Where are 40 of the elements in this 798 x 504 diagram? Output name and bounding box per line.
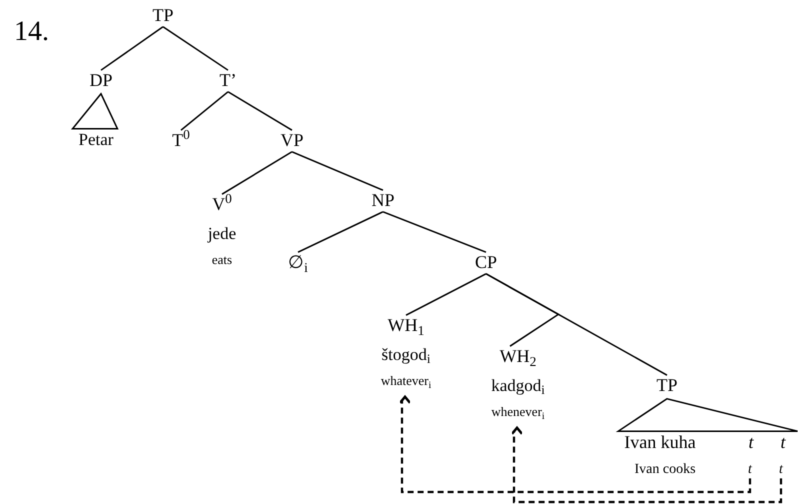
triangle-symbol (616, 398, 798, 432)
movement-arrow (510, 426, 782, 504)
node-label: TP (656, 375, 678, 397)
tree-branch (228, 91, 292, 131)
node-label: t (748, 432, 754, 454)
node-label: T$^{0}$ (172, 130, 190, 152)
tree-branch (298, 211, 384, 253)
node-label: t (779, 462, 783, 478)
movement-arrow (398, 396, 752, 494)
category-label: WH$_{1}$ (388, 315, 424, 337)
node-label: Petar (78, 130, 114, 150)
node-label: NP (372, 190, 394, 212)
node-label: Ivan kuha (624, 432, 696, 454)
tree-branch (100, 26, 164, 71)
node-label: t (780, 432, 786, 454)
node-label: t (748, 462, 752, 478)
word-label: kadgod$_{i}$ (491, 376, 545, 396)
node-label: VP (280, 130, 304, 152)
category-label: WH$_{2}$ (500, 346, 536, 368)
tree-branch (406, 273, 486, 316)
gloss-label: whatever$_{i}$ (380, 373, 432, 389)
gloss-label: eats (212, 252, 232, 268)
node-label: CP (474, 252, 498, 274)
word-label: štogod$_{i}$ (382, 344, 430, 366)
category-label: V$^{0}$ (212, 194, 232, 216)
example-number: 14. (14, 18, 49, 46)
node-label: TP (152, 5, 174, 27)
tree-branch (382, 211, 486, 253)
tree-branch (292, 151, 384, 191)
triangle-symbol (70, 92, 119, 130)
tree-branch (486, 273, 668, 376)
word-label: jede (208, 224, 236, 244)
node-label: ∅$_{i}$ (288, 252, 308, 274)
node-label: Ivan cooks (634, 462, 696, 478)
tree-branch (162, 26, 228, 71)
gloss-label: whenever$_{i}$ (491, 404, 545, 420)
tree-branch (180, 91, 228, 131)
tree-branch (222, 151, 292, 195)
node-label: T’ (220, 70, 236, 92)
node-label: DP (90, 70, 112, 92)
